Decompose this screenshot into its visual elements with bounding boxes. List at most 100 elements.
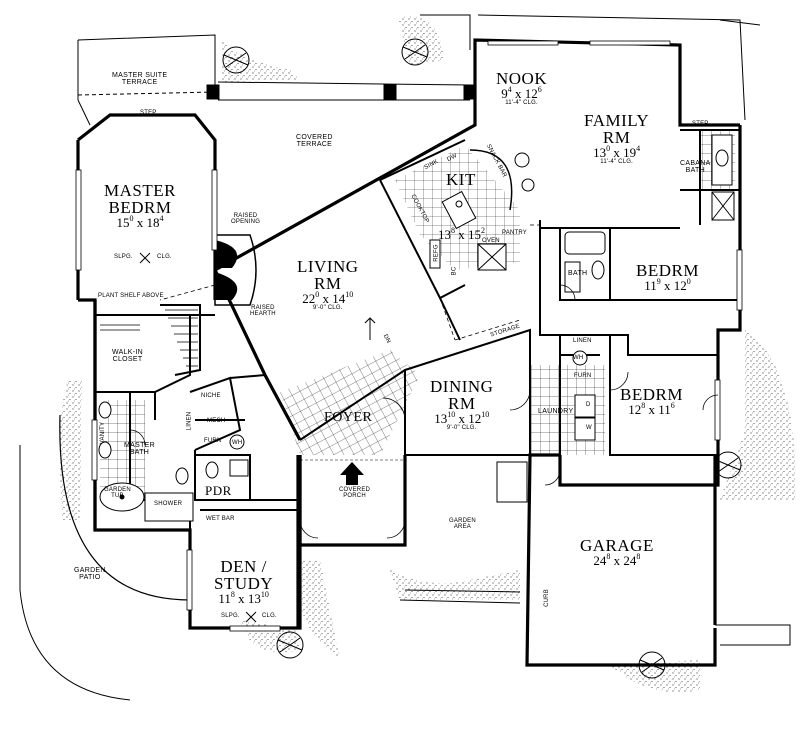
master-suite-terrace-line1: MASTER SUITE: [112, 72, 168, 79]
living-w-ft: 22: [302, 291, 316, 306]
wh-right-label: WH: [573, 355, 584, 361]
family-room-ceiling: 11'-4" CLG.: [600, 159, 633, 165]
den-line2: STUDY: [214, 574, 274, 593]
walk-in-closet-line1: WALK-IN: [112, 349, 144, 356]
dining-room-line2: RM: [447, 394, 476, 413]
nook-label: NOOK 94 x 126 11'-4" CLG.: [496, 70, 547, 106]
sliding-marker: [139, 252, 376, 623]
dining-w-in: 10: [447, 410, 456, 419]
garage-dimensions: 248 x 248: [593, 552, 641, 568]
dining-w-ft: 13: [434, 411, 448, 426]
dryer-label: D: [586, 402, 591, 408]
kitchen-name: KIT: [446, 170, 476, 189]
master-suite-terrace-label: MASTER SUITE TERRACE: [112, 72, 167, 86]
bed2-w-ft: 11: [644, 278, 657, 293]
closet-shelf-lines: [100, 309, 198, 367]
dining-room-line1: DINING: [430, 377, 494, 396]
interior-walls: [95, 129, 740, 530]
entry-arrow: [299, 459, 528, 546]
den-ceiling-note: CLG.: [262, 613, 277, 619]
foyer-label: FOYER: [324, 410, 373, 425]
living-room-label: LIVING RM 220 x 1410 9'-0" CLG.: [297, 258, 359, 311]
walk-in-closet-line2: CLOSET: [112, 356, 143, 363]
master-suite-terrace-line2: TERRACE: [121, 79, 158, 86]
nook-dimensions: 94 x 126: [501, 85, 542, 101]
garden-area-line1: GARDEN: [449, 518, 476, 524]
bedroom2-name: BEDRM: [636, 261, 699, 280]
refrigerator-label: REFG: [433, 244, 440, 262]
den-d-ft: 13: [247, 591, 261, 606]
family-d-in: 4: [636, 144, 641, 153]
covered-porch-line2: PORCH: [343, 493, 366, 499]
garden-patio-line2: PATIO: [79, 574, 101, 581]
den-w-ft: 11: [218, 591, 231, 606]
living-room-ceiling: 9'-0" CLG.: [312, 305, 343, 311]
linen-left-label: LINEN: [186, 411, 193, 431]
master-sloped-note: SLPG.: [114, 254, 133, 260]
nook-d-in: 6: [537, 85, 542, 94]
garage-label: GARAGE 248 x 248: [580, 537, 654, 567]
garden-walls: [19, 14, 791, 701]
covered-porch-label: COVERED PORCH: [339, 487, 370, 499]
kit-w-in: 8: [451, 226, 455, 235]
covered-terrace-line2: TERRACE: [296, 141, 333, 148]
bedroom2-dimensions: 119 x 120: [644, 277, 691, 293]
raised-hearth-line1: RAISED: [251, 305, 275, 311]
kitchen-fixtures: [429, 149, 535, 271]
shower-label: SHOWER: [154, 501, 183, 507]
garage-w-ft: 24: [593, 553, 607, 568]
nook-name: NOOK: [496, 69, 548, 88]
fireplace: [214, 234, 257, 306]
family-w-ft: 13: [593, 145, 607, 160]
niche-label: NICHE: [201, 393, 221, 399]
covered-terrace-label: COVERED TERRACE: [296, 134, 333, 148]
wet-bar-label: WET BAR: [206, 516, 235, 522]
garage-d-ft: 24: [623, 553, 637, 568]
dining-d-in: 10: [481, 410, 490, 419]
living-d-ft: 14: [332, 291, 346, 306]
master-w-ft: 15: [116, 215, 130, 230]
cabana-bath-line2: BATH: [685, 167, 705, 174]
family-d-ft: 19: [623, 145, 637, 160]
family-room-label: FAMILY RM 130 x 194 11'-4" CLG.: [584, 112, 649, 165]
living-d-in: 10: [345, 290, 354, 299]
master-bedroom-dimensions: 150 x 184: [116, 214, 164, 230]
bedroom3-dimensions: 128 x 116: [628, 401, 675, 417]
oven-label: OVEN: [482, 238, 500, 244]
laundry-label: LAUNDRY: [538, 408, 574, 415]
garden-area-line2: AREA: [453, 524, 471, 530]
bed2-w-in: 9: [656, 277, 661, 286]
raised-opening-line2: OPENING: [231, 219, 261, 225]
den-study-label: DEN / STUDY 118 x 1310: [214, 558, 273, 605]
garden-tub-line1: GARDEN: [104, 487, 131, 493]
furn-left-label: FURN: [204, 438, 222, 444]
kit-w-ft: 13: [438, 227, 451, 242]
garden-area-label: GARDEN AREA: [449, 518, 476, 530]
master-bath-label: MASTER BATH: [124, 442, 155, 456]
den-sloped-note: SLPG.: [221, 613, 240, 619]
family-room-line2: RM: [602, 128, 631, 147]
pantry-label: PANTRY: [502, 230, 527, 236]
garden-tub-line2: TUB: [111, 493, 124, 499]
plant-shelf-label: PLANT SHELF ABOVE: [98, 293, 164, 299]
dining-d-ft: 12: [468, 411, 482, 426]
bath-label: BATH: [568, 270, 588, 277]
bedroom3-label: BEDRM 128 x 116: [620, 386, 683, 416]
living-w-in: 0: [315, 290, 320, 299]
bed2-d-in: 0: [686, 277, 691, 286]
bed2-d-ft: 12: [673, 278, 687, 293]
garage-name: GARAGE: [580, 536, 654, 555]
cabana-bath-line1: CABANA: [680, 160, 711, 167]
covered-porch-line1: COVERED: [339, 487, 371, 493]
nook-w-in: 4: [507, 85, 512, 94]
nook-d-ft: 12: [524, 86, 538, 101]
furn-right-label: FURN: [574, 373, 592, 379]
vanity-label: VANITY: [100, 421, 107, 445]
windows: [75, 40, 743, 632]
nook-w-ft: 9: [501, 86, 508, 101]
bedroom2-label: BEDRM 119 x 120: [636, 262, 699, 292]
mech-label: MECH: [207, 418, 226, 424]
den-w-in: 8: [230, 590, 235, 599]
kit-d-in: 2: [481, 226, 485, 235]
